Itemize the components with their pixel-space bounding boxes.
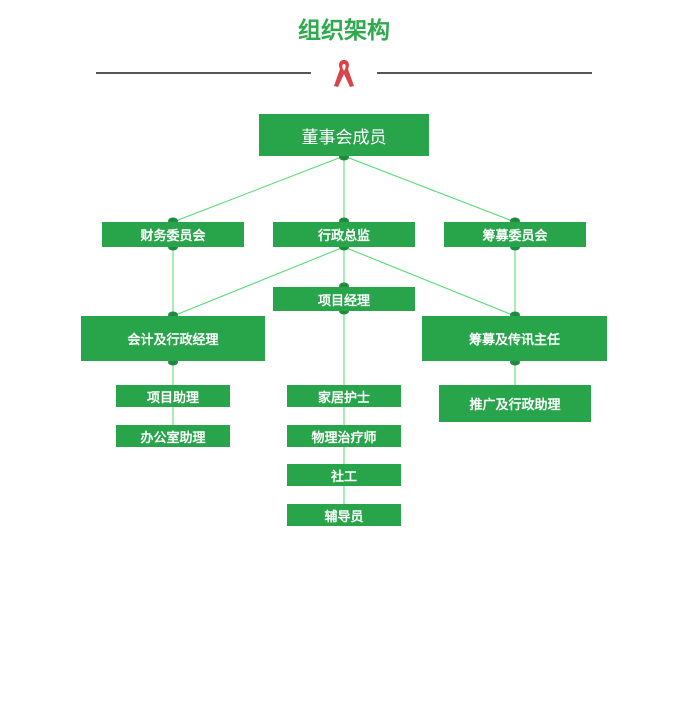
node-fundraising-comm-director: 筹募及传讯主任: [422, 316, 607, 361]
node-fundraising-committee: 筹募委员会: [444, 222, 586, 247]
node-accounting-admin-manager: 会计及行政经理: [81, 316, 265, 361]
node-project-manager: 项目经理: [273, 287, 415, 311]
title-divider-right: [377, 72, 592, 74]
node-executive-director: 行政总监: [273, 222, 415, 247]
page-title: 组织架构: [298, 18, 390, 44]
node-promo-admin-assistant: 推广及行政助理: [439, 385, 591, 422]
node-counselor: 辅导员: [287, 504, 401, 526]
node-social-worker: 社工: [287, 464, 401, 486]
node-project-assistant: 项目助理: [116, 385, 230, 407]
awareness-ribbon-icon: [334, 60, 354, 87]
node-finance-committee: 财务委员会: [102, 222, 244, 247]
node-office-assistant: 办公室助理: [116, 425, 230, 447]
node-physiotherapist: 物理治疗师: [287, 425, 401, 447]
title-divider-left: [96, 72, 311, 74]
node-board: 董事会成员: [259, 114, 429, 156]
node-home-nurse: 家居护士: [287, 385, 401, 407]
